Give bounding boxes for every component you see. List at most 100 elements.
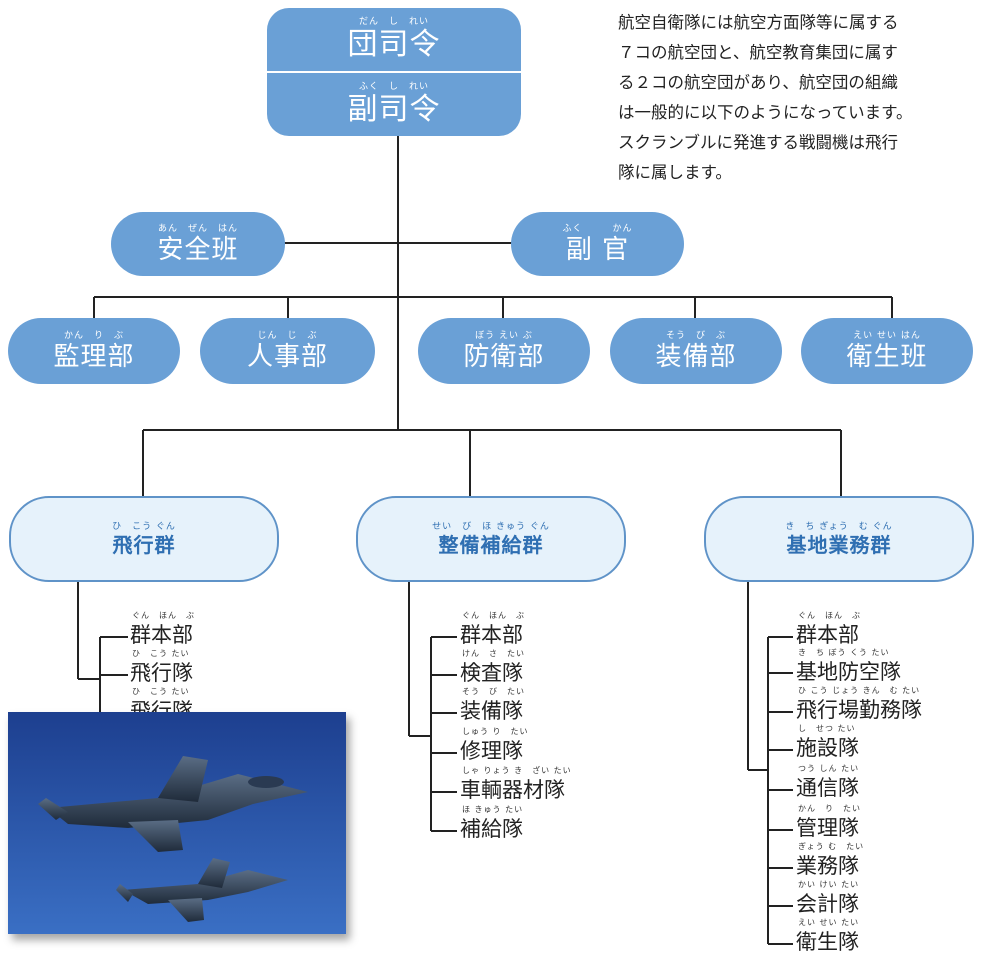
- unit-label: 装備隊: [460, 699, 523, 723]
- department-label: 装備部: [655, 341, 737, 372]
- unit-ruby: しゃ りょう き ざい たい: [462, 766, 572, 775]
- group-box-flight: ひ こう ぐん 飛行群: [9, 496, 279, 582]
- description-line: 隊に属します。: [618, 163, 732, 182]
- description-line: る２コの航空団があり、航空団の組織: [618, 73, 898, 92]
- fighter-jets-photo: [8, 712, 346, 934]
- unit-ruby: ぐん ほん ぶ: [462, 611, 525, 620]
- group-box-maintenance-supply: せい び ほ きゅう ぐん 整備補給群: [356, 496, 626, 582]
- department-label: 衛生班: [846, 341, 928, 372]
- unit-label: 群本部: [130, 623, 193, 647]
- unit-label: 修理隊: [460, 739, 523, 763]
- list-item: しゃ りょう き ざい たい 車輌器材隊: [460, 765, 572, 804]
- group-ruby: ひ こう ぐん: [112, 521, 176, 532]
- vice-commander-section: ふく し れい 副司令: [267, 73, 521, 136]
- vice-commander-label: 副司令: [347, 91, 441, 127]
- list-item: そう び たい 装備隊: [460, 686, 572, 726]
- department-box-inspection: かん り ぶ 監理部: [8, 318, 180, 384]
- list-item: ぐん ほん ぶ 群本部: [130, 610, 195, 648]
- department-box-personnel: じん じ ぶ 人事部: [200, 318, 375, 384]
- unit-label: 管理隊: [796, 816, 859, 840]
- fighter-jets-illustration: [8, 712, 346, 934]
- description-line: は一般的に以下のようになっています。: [618, 103, 913, 122]
- department-ruby: ぼう えい ぶ: [475, 330, 533, 341]
- list-item: ひ こう じょう きん む たい 飛行場勤務隊: [796, 685, 922, 723]
- unit-label: 飛行隊: [130, 661, 193, 685]
- list-item: かん り たい 管理隊: [796, 803, 922, 841]
- department-box-medical: えい せい はん 衛生班: [801, 318, 973, 384]
- unit-label: 業務隊: [796, 854, 859, 878]
- adjutant-ruby: ふく かん: [562, 223, 633, 234]
- list-item: ぎょう む たい 業務隊: [796, 841, 922, 879]
- department-ruby: じん じ ぶ: [257, 330, 318, 341]
- maintenance-group-unit-list: ぐん ほん ぶ 群本部 けん さ たい 検査隊 そう び たい 装備隊 しゅう …: [460, 610, 572, 843]
- unit-ruby: そう び たい: [462, 687, 525, 696]
- list-item: し せつ たい 施設隊: [796, 723, 922, 763]
- unit-label: 群本部: [796, 623, 859, 647]
- department-box-defense: ぼう えい ぶ 防衛部: [418, 318, 590, 384]
- list-item: ぐん ほん ぶ 群本部: [796, 610, 922, 647]
- unit-ruby: ぎょう む たい: [798, 842, 865, 851]
- list-item: ほ きゅう たい 補給隊: [460, 804, 572, 843]
- adjutant-label: 副 官: [565, 234, 630, 265]
- list-item: しゅう り たい 修理隊: [460, 726, 572, 765]
- description-line: スクランブルに発進する戦闘機は飛行: [618, 133, 899, 152]
- commander-section: だん し れい 団司令: [267, 8, 521, 71]
- department-ruby: そう び ぶ: [665, 330, 726, 341]
- department-label: 人事部: [246, 341, 328, 372]
- list-item: き ち ぼう くう たい 基地防空隊: [796, 647, 922, 685]
- department-ruby: えい せい はん: [853, 330, 921, 341]
- unit-ruby: ひ こう たい: [132, 649, 190, 658]
- list-item: かい けい たい 会計隊: [796, 879, 922, 917]
- unit-label: 基地防空隊: [796, 660, 901, 684]
- list-item: ひ こう たい 飛行隊: [130, 648, 195, 686]
- description-text: 航空自衛隊には航空方面隊等に属する ７コの航空団と、航空教育集団に属す る２コの…: [618, 8, 963, 188]
- unit-ruby: ぐん ほん ぶ: [798, 611, 861, 620]
- description-line: 航空自衛隊には航空方面隊等に属する: [618, 13, 899, 32]
- group-label: 飛行群: [112, 532, 176, 557]
- unit-label: 検査隊: [460, 661, 523, 685]
- department-ruby: かん り ぶ: [63, 330, 124, 341]
- unit-label: 施設隊: [796, 736, 859, 760]
- commander-ruby: だん し れい: [358, 17, 429, 27]
- unit-label: 会計隊: [796, 892, 859, 916]
- unit-ruby: ほ きゅう たい: [462, 805, 524, 814]
- department-box-equipment: そう び ぶ 装備部: [610, 318, 782, 384]
- unit-label: 飛行場勤務隊: [796, 698, 922, 722]
- group-box-base-services: き ち ぎょう む ぐん 基地業務群: [704, 496, 974, 582]
- unit-ruby: つう しん たい: [798, 764, 860, 773]
- list-item: えい せい たい 衛生隊: [796, 917, 922, 955]
- unit-ruby: けん さ たい: [462, 649, 525, 658]
- unit-ruby: し せつ たい: [798, 724, 856, 733]
- group-ruby: き ち ぎょう む ぐん: [785, 521, 893, 532]
- group-label: 基地業務群: [786, 532, 892, 557]
- commander-box: だん し れい 団司令 ふく し れい 副司令: [267, 8, 521, 136]
- unit-label: 群本部: [460, 623, 523, 647]
- unit-label: 車輌器材隊: [460, 778, 565, 802]
- list-item: ぐん ほん ぶ 群本部: [460, 610, 572, 648]
- safety-team-ruby: あん ぜん はん: [157, 223, 238, 234]
- department-label: 防衛部: [463, 341, 545, 372]
- flight-group-unit-list: ぐん ほん ぶ 群本部 ひ こう たい 飛行隊 ひ こう たい 飛行隊: [130, 610, 195, 724]
- vice-commander-ruby: ふく し れい: [358, 81, 429, 92]
- description-line: ７コの航空団と、航空教育集団に属す: [618, 43, 898, 62]
- unit-ruby: えい せい たい: [798, 918, 860, 927]
- safety-team-label: 安全班: [157, 234, 239, 265]
- base-services-group-unit-list: ぐん ほん ぶ 群本部 き ち ぼう くう たい 基地防空隊 ひ こう じょう …: [796, 610, 922, 955]
- commander-divider: [267, 71, 521, 73]
- unit-ruby: かん り たい: [798, 804, 861, 813]
- department-label: 監理部: [53, 341, 135, 372]
- unit-ruby: ひ こう たい: [132, 687, 190, 696]
- unit-ruby: き ち ぼう くう たい: [798, 648, 890, 657]
- list-item: つう しん たい 通信隊: [796, 763, 922, 803]
- unit-ruby: しゅう り たい: [462, 727, 529, 736]
- unit-label: 通信隊: [796, 776, 859, 800]
- unit-ruby: ぐん ほん ぶ: [132, 611, 195, 620]
- commander-label: 団司令: [347, 27, 441, 62]
- unit-ruby: ひ こう じょう きん む たい: [798, 686, 921, 695]
- unit-ruby: かい けい たい: [798, 880, 860, 889]
- group-ruby: せい び ほ きゅう ぐん: [432, 521, 550, 532]
- unit-label: 補給隊: [460, 817, 523, 841]
- list-item: けん さ たい 検査隊: [460, 648, 572, 686]
- adjutant-box: ふく かん 副 官: [511, 212, 684, 276]
